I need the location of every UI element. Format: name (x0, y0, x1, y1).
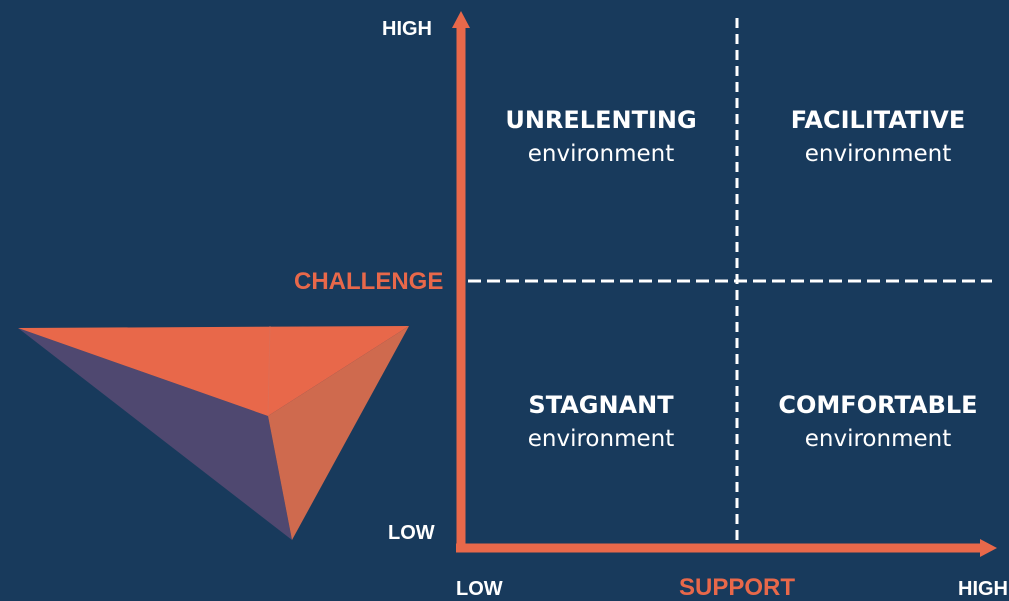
quadrant-title: STAGNANT (528, 391, 674, 419)
quadrant-facilitative: FACILITATIVE environment (738, 103, 1009, 171)
inverted-pyramid-icon (18, 325, 409, 540)
pyramid-face-top (18, 326, 409, 416)
quadrant-subtitle: environment (804, 426, 952, 452)
x-axis-high-label: HIGH (958, 578, 1008, 600)
x-axis-title: SUPPORT (679, 574, 796, 601)
quadrant-subtitle: environment (527, 426, 675, 452)
quadrant-title: UNRELENTING (505, 106, 697, 134)
quadrant-stagnant: STAGNANT environment (461, 388, 741, 456)
pyramid-ridge (267, 325, 271, 417)
quadrant-title: COMFORTABLE (778, 391, 978, 419)
y-axis-high-label: HIGH (382, 18, 432, 40)
quadrant-title: FACILITATIVE (790, 106, 966, 134)
y-axis-title: CHALLENGE (294, 268, 444, 295)
y-axis-low-label: LOW (388, 522, 435, 544)
quadrant-subtitle: environment (804, 141, 952, 167)
pyramid-face-right (268, 326, 409, 540)
x-axis-arrowhead (980, 539, 997, 557)
y-axis-arrowhead (452, 11, 470, 28)
quadrant-unrelenting: UNRELENTING environment (461, 103, 741, 171)
quadrant-subtitle: environment (527, 141, 675, 167)
x-axis-low-label: LOW (456, 578, 503, 600)
quadrant-comfortable: COMFORTABLE environment (738, 388, 1009, 456)
pyramid-face-left (18, 328, 292, 540)
